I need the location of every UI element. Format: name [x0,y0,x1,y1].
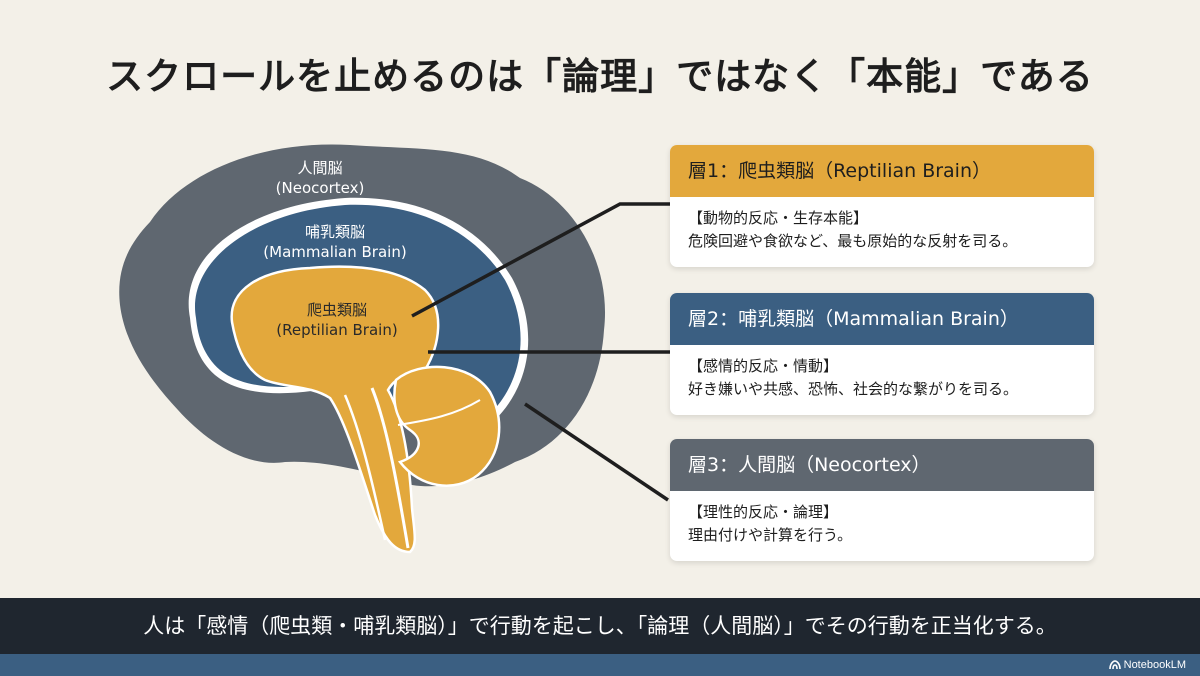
layer3-description: 理由付けや計算を行う。 [688,526,853,545]
page-title: スクロールを止めるのは「論理」ではなく「本能」である [106,55,1094,98]
brain-diagram [119,144,670,554]
brainstem-line-2 [343,394,387,541]
layer1-description: 危険回避や食欲など、最も原始的な反射を司る。 [688,232,1018,251]
layer1-tag: 【動物的反応・生存本能】 [688,209,869,227]
neocortex-sub: (Neocortex) [275,179,365,198]
mammalian-sub: (Mammalian Brain) [263,243,407,262]
layer2-description: 好き嫌いや共感、恐怖、社会的な繋がりを司る。 [688,380,1019,399]
reptilian-sub: (Reptilian Brain) [276,321,398,340]
layer3-card: 層3：人間脳（Neocortex） 【理性的反応・論理】 理由付けや計算を行う。 [670,439,1094,561]
mammalian-name: 哺乳類脳 [304,223,365,241]
mammalian-label: 哺乳類脳 (Mammalian Brain) [250,222,420,263]
connector-neocortex [524,402,669,502]
brand-label: NotebookLM [1123,659,1186,671]
layer2-header: 層2：哺乳類脳（Mammalian Brain） [670,293,1094,345]
layer2-tag: 【感情的反応・情動】 [688,357,839,375]
reptilian-name: 爬虫類脳 [306,301,367,319]
footer-caption: 人は「感情（爬虫類・哺乳類脳）」で行動を起こし、「論理（人間脳）」でその行動を正… [0,598,1200,654]
layer3-header: 層3：人間脳（Neocortex） [670,439,1094,491]
cerebellum-fold [397,399,481,426]
layer3-tag: 【理性的反応・論理】 [688,503,839,521]
cerebellum-shape [393,365,501,487]
neocortex-name: 人間脳 [297,159,343,177]
connector-reptilian [411,202,670,318]
layer1-card: 層1：爬虫類脳（Reptilian Brain） 【動物的反応・生存本能】 危険… [670,145,1094,267]
reptilian-label: 爬虫類脳 (Reptilian Brain) [262,300,412,341]
layer1-header: 層1：爬虫類脳（Reptilian Brain） [670,145,1094,197]
notebooklm-brand: NotebookLM [1108,656,1186,674]
notebooklm-logo-icon [1108,660,1121,670]
layer2-card: 層2：哺乳類脳（Mammalian Brain） 【感情的反応・情動】 好き嫌い… [670,293,1094,415]
footer-strip [0,654,1200,676]
reptilian-shape [230,265,440,554]
brainstem-line [370,387,410,549]
neocortex-label: 人間脳 (Neocortex) [230,158,410,199]
